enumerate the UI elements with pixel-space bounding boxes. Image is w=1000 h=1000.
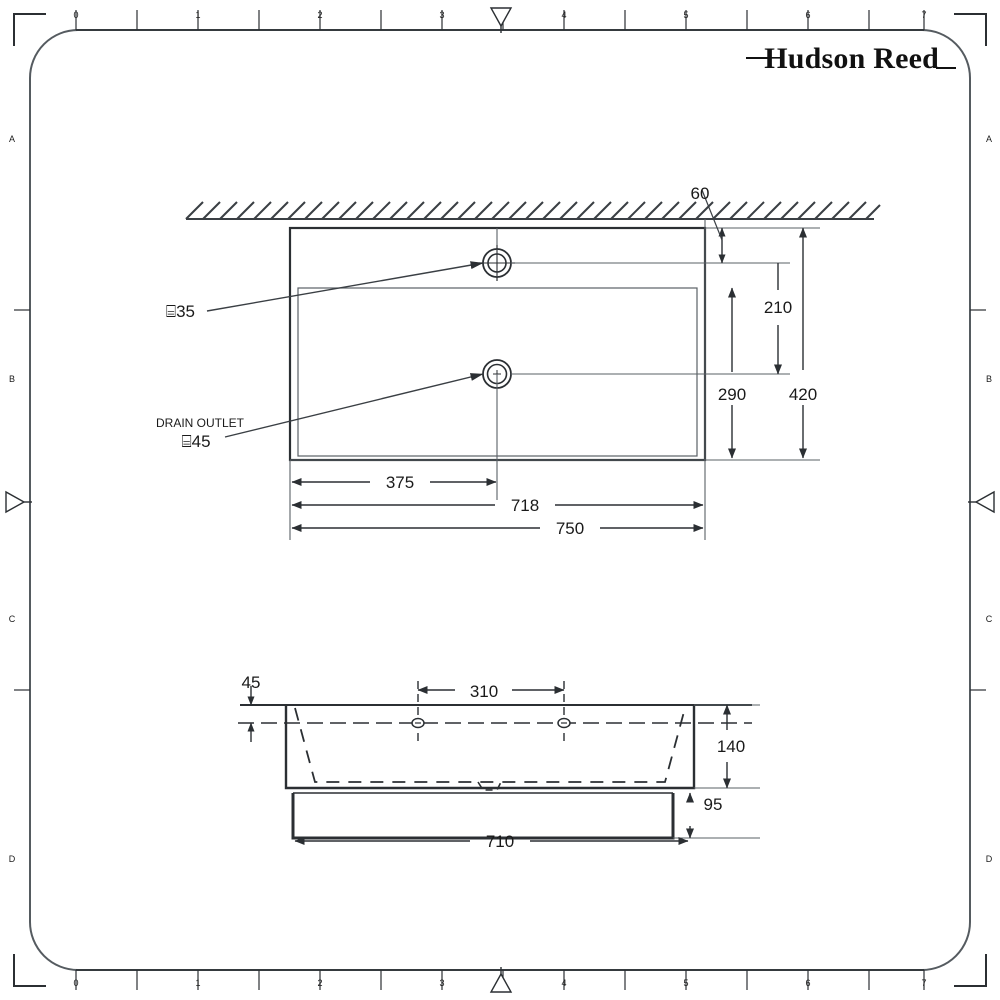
dimension-value-375: 375 bbox=[386, 473, 414, 492]
right-zone-label: B bbox=[986, 374, 992, 384]
right-zone-label: D bbox=[986, 854, 993, 864]
drain-outlet-diameter-label: ⌸45 bbox=[181, 432, 210, 451]
center-marker-right-icon bbox=[974, 490, 995, 514]
tap-hole-marker-left-front bbox=[411, 681, 425, 745]
dimension-value-45: 45 bbox=[242, 673, 261, 692]
center-marker-left-icon bbox=[5, 490, 26, 514]
left-zone-marks bbox=[14, 309, 30, 691]
center-marker-bottom-icon bbox=[489, 972, 513, 993]
dimension-value-750: 750 bbox=[556, 519, 584, 538]
border-rounded-rect bbox=[29, 29, 971, 971]
bottom-ruler-label: 5 bbox=[683, 978, 688, 988]
front-view: 45 310 140 95 bbox=[238, 673, 760, 851]
brand-logo-text: Hudson Reed bbox=[764, 42, 939, 75]
bottom-ruler-label: 4 bbox=[561, 978, 566, 988]
right-zone-marks bbox=[970, 309, 986, 691]
dimension-value-420: 420 bbox=[789, 385, 817, 404]
basin-bowl-hidden-front bbox=[294, 707, 686, 783]
dimension-value-718: 718 bbox=[511, 496, 539, 515]
top-ruler-labels: 0 1 2 3 4 5 6 7 bbox=[73, 10, 926, 20]
corner-bracket-tr bbox=[954, 13, 987, 46]
dimension-base-width: 710 bbox=[294, 832, 689, 851]
logo-bar-right-icon bbox=[936, 67, 956, 69]
dimension-rim-thickness: 45 bbox=[242, 673, 261, 742]
dimension-base-height: 95 bbox=[686, 792, 723, 839]
bottom-ruler-label: 2 bbox=[317, 978, 322, 988]
basin-outline-front bbox=[284, 705, 696, 790]
right-zone-labels: A B C D bbox=[986, 134, 993, 864]
dimension-overall-width: 750 bbox=[291, 519, 704, 538]
corner-bracket-br bbox=[954, 954, 987, 987]
dimension-overall-depth: 420 bbox=[789, 227, 817, 459]
drain-outlet-title: DRAIN OUTLET bbox=[156, 416, 245, 430]
dimension-inner-width: 718 bbox=[291, 496, 704, 515]
tap-hole-plan bbox=[479, 245, 515, 281]
corner-bracket-bl bbox=[13, 954, 46, 987]
leader-line-drain-outlet bbox=[224, 373, 484, 438]
dimension-drain-from-left: 375 bbox=[291, 473, 497, 492]
left-zone-label: B bbox=[9, 374, 15, 384]
bottom-ruler-label: 6 bbox=[805, 978, 810, 988]
dimension-wall-offset: 60 bbox=[691, 184, 726, 264]
dimension-drain-to-front: 290 bbox=[718, 287, 746, 459]
tap-hole-marker-right-front bbox=[557, 681, 571, 745]
top-ruler-label: 3 bbox=[439, 10, 444, 20]
waste-hidden-front bbox=[477, 781, 502, 791]
left-zone-label: A bbox=[9, 134, 15, 144]
bottom-ruler bbox=[75, 969, 925, 990]
top-ruler-label: 0 bbox=[73, 10, 78, 20]
base-outline-front bbox=[291, 793, 675, 840]
top-ruler-label: 5 bbox=[683, 10, 688, 20]
bottom-ruler-label: 1 bbox=[195, 978, 200, 988]
center-marker-top-icon bbox=[489, 7, 513, 28]
bottom-ruler-label: 7 bbox=[921, 978, 926, 988]
plan-view: ⌸35 DRAIN OUTLET ⌸45 60 210 290 bbox=[156, 184, 881, 540]
right-zone-label: C bbox=[986, 614, 993, 624]
top-ruler-label: 7 bbox=[921, 10, 926, 20]
dimension-value-710: 710 bbox=[486, 832, 514, 851]
left-zone-label: C bbox=[9, 614, 16, 624]
bottom-ruler-label: 3 bbox=[439, 978, 444, 988]
dimension-value-140: 140 bbox=[717, 737, 745, 756]
left-zone-labels: A B C D bbox=[9, 134, 16, 864]
dimension-value-210: 210 bbox=[764, 298, 792, 317]
bottom-ruler-label: 0 bbox=[73, 978, 78, 988]
brand-logo: Hudson Reed bbox=[746, 44, 956, 74]
dimension-basin-height: 140 bbox=[717, 704, 745, 789]
top-ruler-label: 6 bbox=[805, 10, 810, 20]
top-ruler-label: 2 bbox=[317, 10, 322, 20]
wall-hatching bbox=[185, 201, 881, 220]
top-ruler-label: 1 bbox=[195, 10, 200, 20]
leader-line-tap-hole bbox=[206, 261, 484, 312]
tap-hole-label: ⌸35 bbox=[166, 302, 195, 321]
logo-bar-left-icon bbox=[746, 57, 769, 59]
bottom-ruler-labels: 0 1 2 3 4 5 6 7 bbox=[73, 978, 926, 988]
right-zone-label: A bbox=[986, 134, 992, 144]
corner-bracket-tl bbox=[13, 13, 46, 46]
dimension-value-290: 290 bbox=[718, 385, 746, 404]
left-zone-label: D bbox=[9, 854, 16, 864]
dimension-tap-to-front: 210 bbox=[764, 263, 792, 375]
dimension-value-95: 95 bbox=[704, 795, 723, 814]
dimension-value-60: 60 bbox=[691, 184, 710, 203]
top-ruler-label: 4 bbox=[561, 10, 566, 20]
dimension-hole-spacing: 310 bbox=[417, 682, 565, 701]
dimension-value-310: 310 bbox=[470, 682, 498, 701]
